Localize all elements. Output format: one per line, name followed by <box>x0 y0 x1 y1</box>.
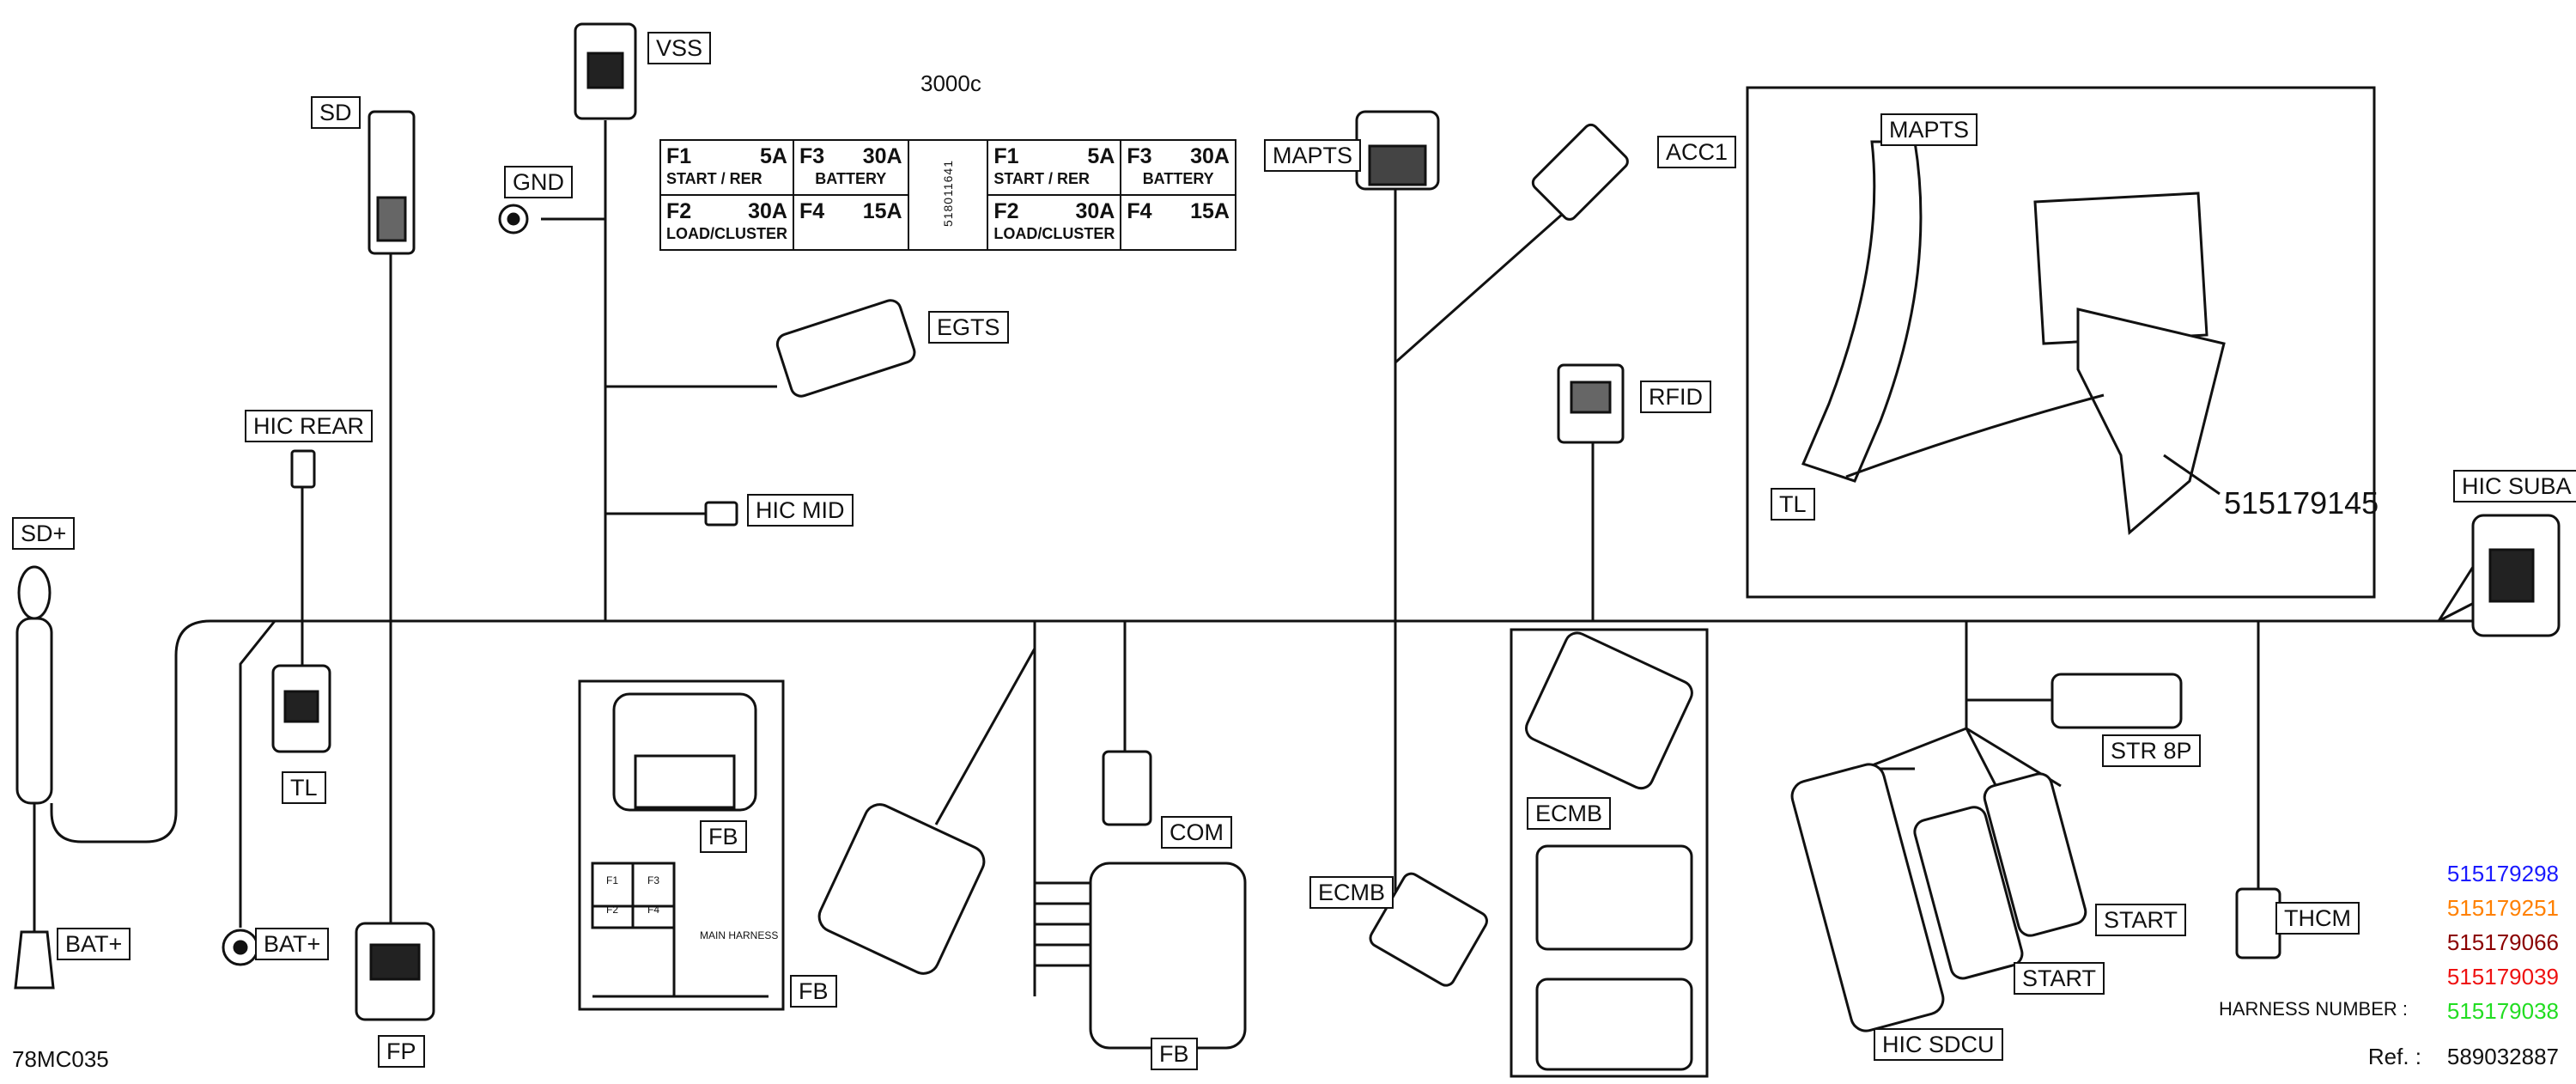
hic-rear-label: HIC REAR <box>245 410 374 442</box>
thcm-label: THCM <box>2275 902 2360 935</box>
start-lower-label: START <box>2014 962 2105 995</box>
fuse-box-title: 3000c <box>920 70 981 96</box>
mapts-hose-icon <box>1801 140 1923 483</box>
hic-mid-label: HIC MID <box>747 494 854 527</box>
fuse-box-part-number: 518011641 <box>907 139 989 251</box>
harness-number: 515179298 <box>2446 861 2559 886</box>
detail-bracket-icon <box>2076 308 2226 535</box>
ref-value: 589032887 <box>2446 1044 2559 1069</box>
start-connector-lower-icon <box>1913 806 2024 980</box>
fb-inset-fuse: F3 <box>647 874 660 886</box>
fb-inset-fuse: F1 <box>606 874 619 886</box>
fb-box-icon <box>1089 862 1247 1050</box>
str-right-wire <box>1862 621 1968 770</box>
fb-inset-fuse: F2 <box>606 904 619 916</box>
fp-label: FP <box>378 1035 425 1068</box>
fb-lower-relay-icon <box>817 803 986 975</box>
sd-label: SD <box>311 96 361 129</box>
str-8p-label: STR 8P <box>2102 734 2201 767</box>
harness-number-label: HARNESS NUMBER : <box>2218 998 2408 1020</box>
ecmb-connector-3-icon <box>1535 977 1693 1071</box>
acc1-wire <box>1394 204 1572 364</box>
hic-rear-connector-icon <box>290 449 316 489</box>
bat-plus-branch <box>239 620 276 928</box>
vss-label: VSS <box>647 32 712 64</box>
mapts-label: MAPTS <box>1264 139 1362 172</box>
diagram-code: 78MC035 <box>12 1046 109 1072</box>
harness-number: 515179066 <box>2446 929 2559 955</box>
start-connector-upper-icon <box>1983 772 2087 937</box>
mapts-detail-label: MAPTS <box>1880 113 1978 146</box>
egts-label: EGTS <box>928 311 1009 344</box>
ref-label: Ref. : <box>2367 1044 2421 1069</box>
start-upper-label: START <box>2095 904 2187 936</box>
bat-plus-left-label: BAT+ <box>57 928 131 960</box>
bat-plus-mid-label: BAT+ <box>255 928 330 960</box>
acc1-label: ACC1 <box>1657 136 1737 168</box>
fb-inset-harness-label: MAIN HARNESS <box>700 929 779 941</box>
detail-part-number: 515179145 <box>2224 485 2379 521</box>
ecmb-box <box>1510 628 1709 1078</box>
ecmb-connector-1-icon <box>1525 631 1693 790</box>
fb-branch <box>934 621 1091 996</box>
str8p-connector-icon <box>2050 673 2183 729</box>
hic-sdcu-label: HIC SDCU <box>1874 1028 2003 1061</box>
gnd-label: GND <box>504 166 573 198</box>
detail-relay-icon <box>2033 192 2208 345</box>
fb-box-label: FB <box>1151 1038 1198 1070</box>
sd-plus-label: SD+ <box>12 517 76 550</box>
fb-lower-label: FB <box>790 975 837 1008</box>
harness-number: 515179251 <box>2446 895 2559 921</box>
egts-connector-icon <box>775 299 916 398</box>
hic-suba-wire <box>2437 566 2478 623</box>
rfid-label: RFID <box>1640 381 1711 413</box>
bat-plus-terminal-icon <box>14 930 55 990</box>
hic-sdcu-connector-icon <box>1790 763 1945 1032</box>
detail-box <box>1746 86 2376 599</box>
harness-number: 515179038 <box>2446 998 2559 1024</box>
fb-inset-fuse: F4 <box>647 904 660 916</box>
fb-inset-box <box>578 679 785 1011</box>
hic-suba-label: HIC SUBA <box>2453 470 2576 502</box>
fb-inset-label: FB <box>700 820 747 853</box>
tl-detail-label: TL <box>1771 488 1815 521</box>
ecmb-box-label: ECMB <box>1527 797 1612 830</box>
sd-plus-terminal-icon <box>17 565 52 620</box>
hic-mid-connector-icon <box>704 501 738 527</box>
acc1-connector-icon <box>1531 123 1629 221</box>
ecmb-left-label: ECMB <box>1309 876 1394 909</box>
harness-number: 515179039 <box>2446 964 2559 990</box>
main-harness-trunk <box>50 619 2503 843</box>
com-label: COM <box>1161 816 1232 849</box>
ecmb-connector-2-icon <box>1535 844 1693 951</box>
tl-label: TL <box>282 771 326 804</box>
thcm-connector-icon <box>2235 887 2281 959</box>
com-connector-icon <box>1102 750 1152 826</box>
